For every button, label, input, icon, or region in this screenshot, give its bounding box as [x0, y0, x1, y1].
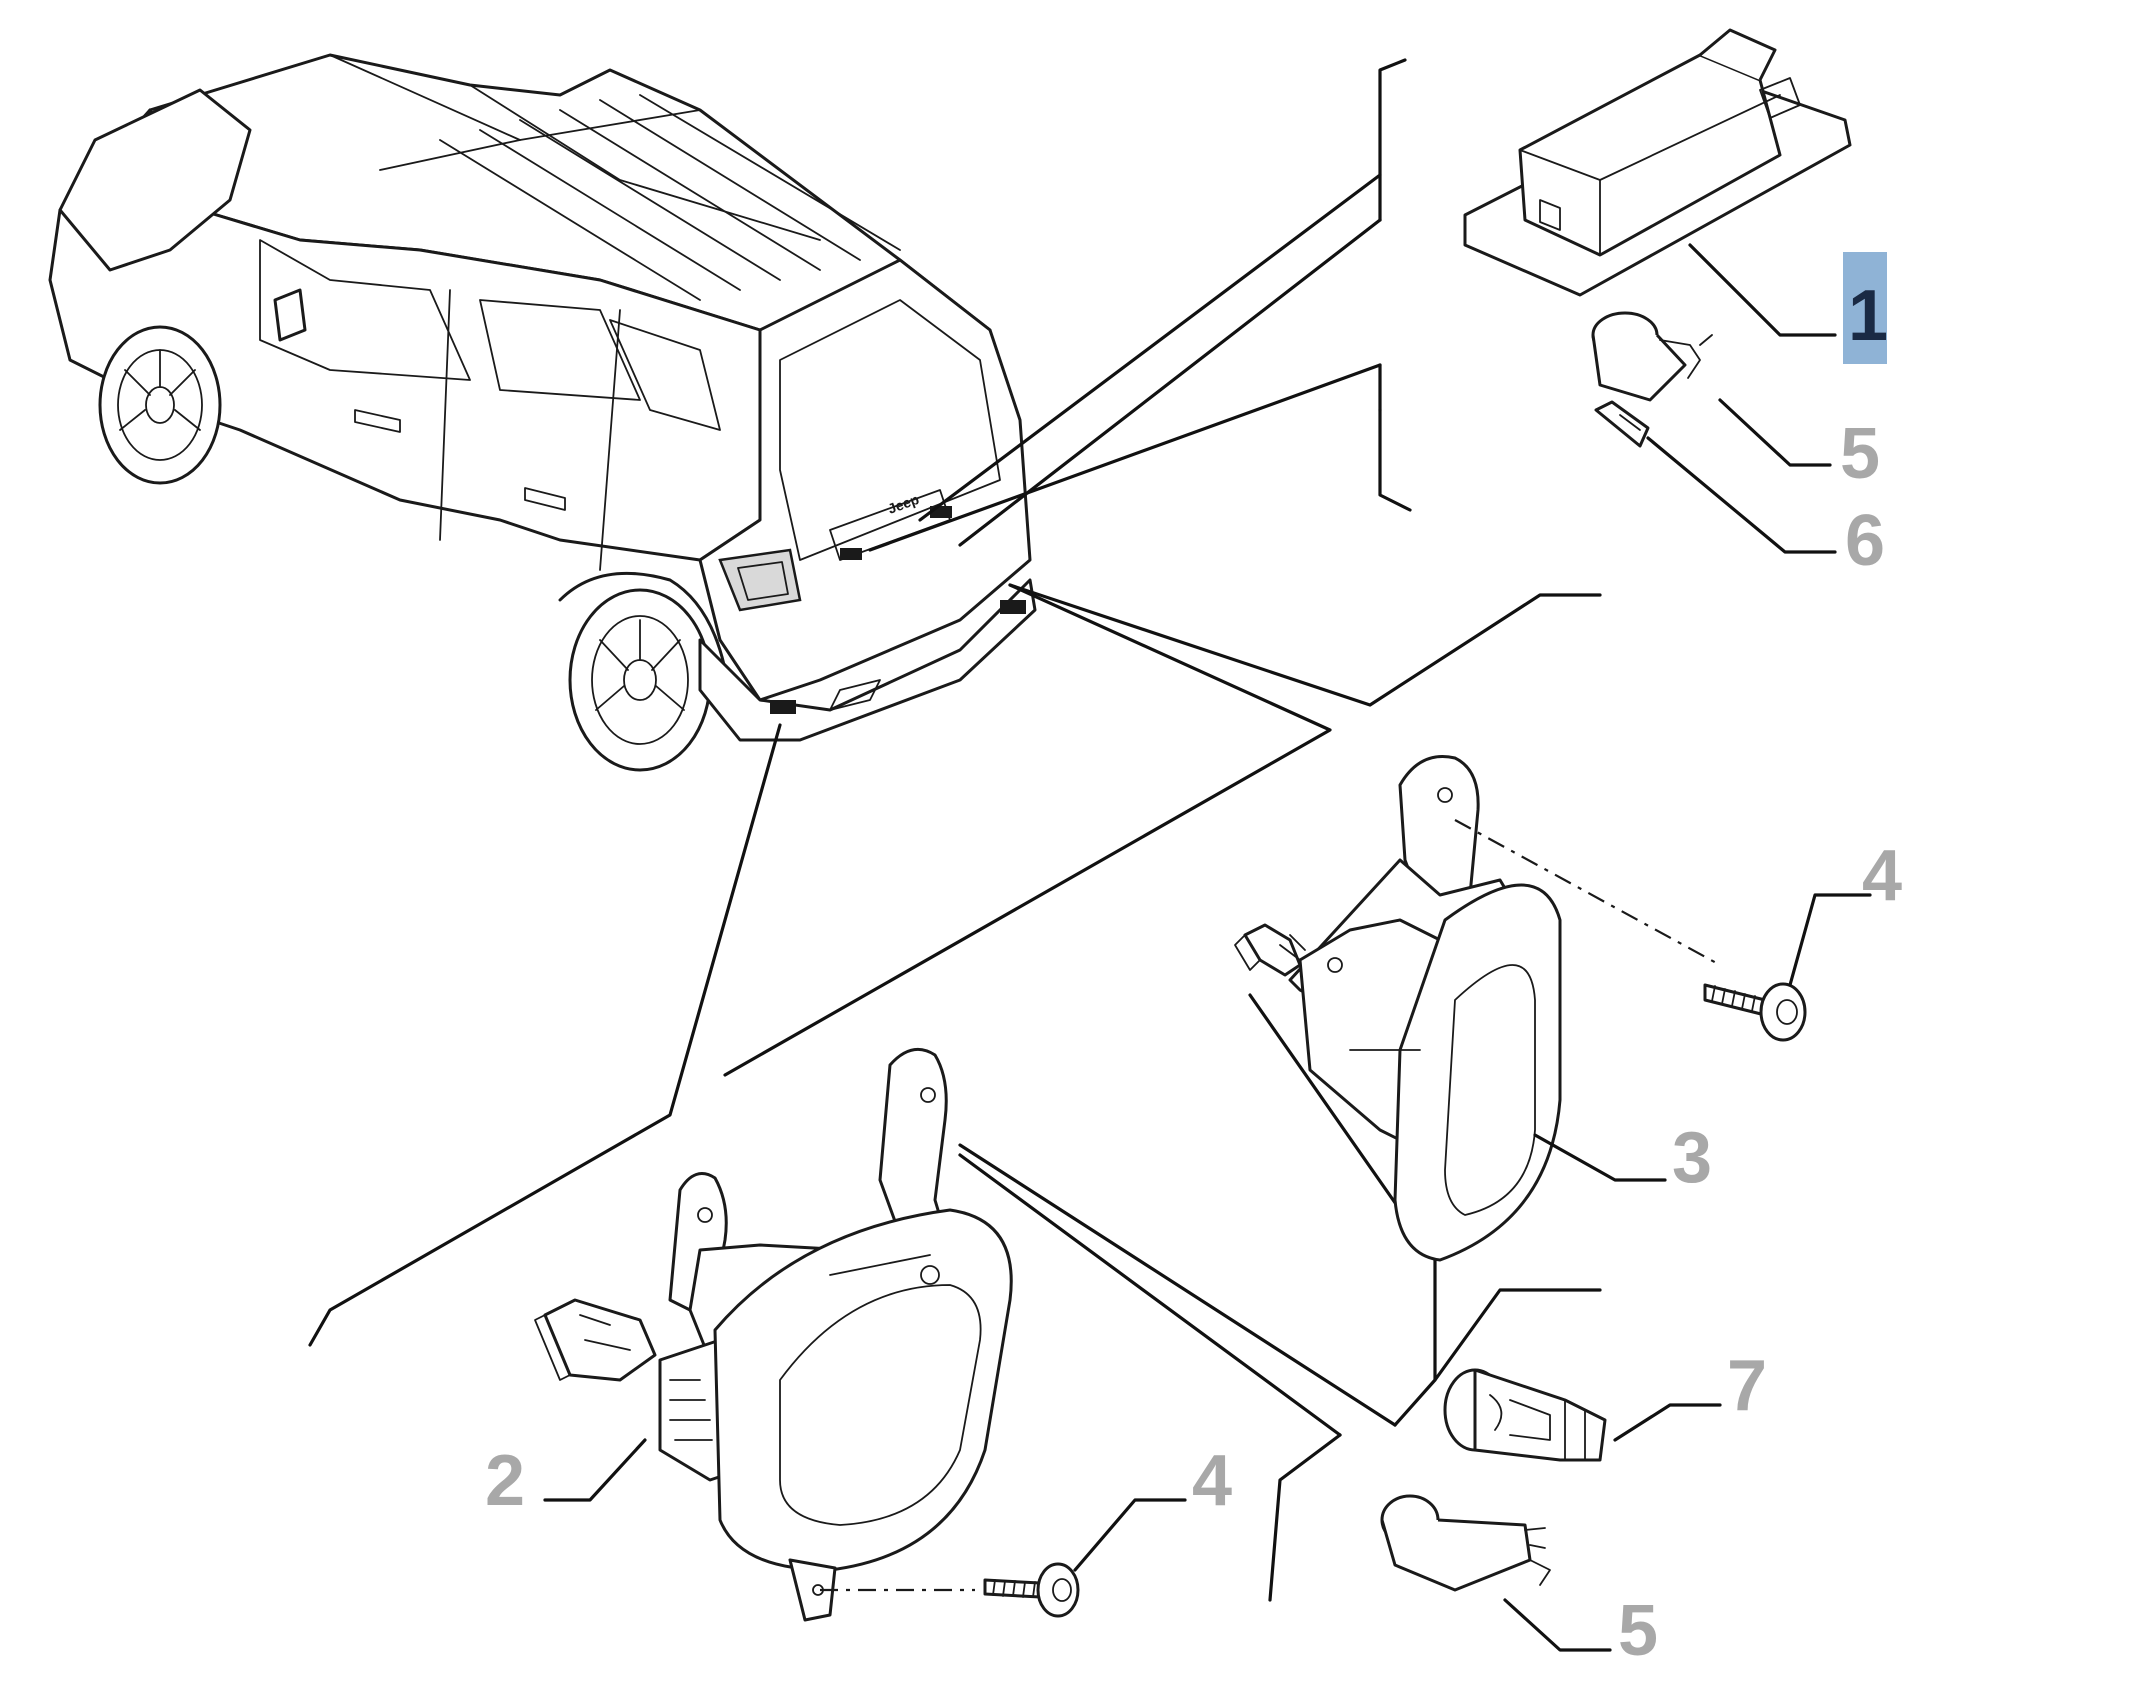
- callout-4-top[interactable]: 4: [1862, 836, 1902, 916]
- license-plate-lamp: [1463, 28, 1852, 297]
- callout-highlight: [1843, 252, 1887, 364]
- callout-1[interactable]: 1: [1848, 276, 1888, 356]
- callout-3[interactable]: 3: [1672, 1118, 1712, 1198]
- callout-4-bottom[interactable]: 4: [1192, 1441, 1232, 1521]
- callout-labels: 1 5 6 4 3 7 2 4 5: [485, 276, 1902, 1671]
- callout-7[interactable]: 7: [1727, 1346, 1767, 1426]
- rear-reflector-lamp-left: [534, 1047, 1013, 1622]
- bulb-socket-bottom: [1380, 1494, 1551, 1592]
- rear-reflector-lamp-right: [1234, 755, 1562, 1262]
- wedge-bulb-large: [1443, 1368, 1607, 1462]
- screw-top: [1703, 982, 1807, 1042]
- screw-bottom: [983, 1562, 1080, 1618]
- vehicle-illustration: Jeep: [48, 53, 1037, 772]
- callout-frames: [308, 58, 1602, 1602]
- callout-5-bottom[interactable]: 5: [1618, 1591, 1658, 1671]
- callout-5-top[interactable]: 5: [1840, 414, 1880, 494]
- bulb-socket-top: [1591, 311, 1713, 402]
- wedge-bulb-small: [1594, 400, 1650, 448]
- callout-2[interactable]: 2: [485, 1441, 525, 1521]
- callout-6[interactable]: 6: [1845, 501, 1885, 581]
